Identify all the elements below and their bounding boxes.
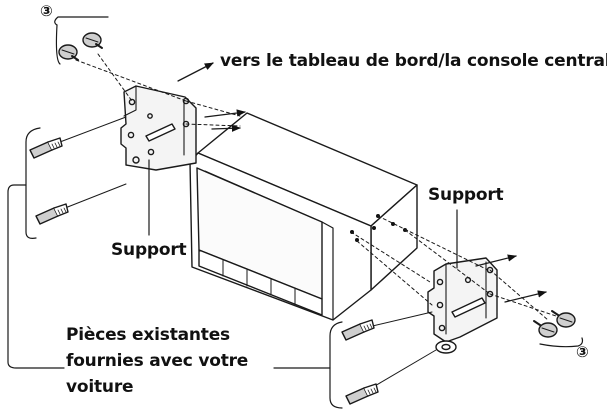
assembly-guides: [75, 53, 563, 321]
support-right-label: Support: [428, 185, 504, 205]
direction-arrows: [177, 62, 547, 303]
head-unit: [189, 112, 418, 321]
existing-parts-line1: Pièces existantes: [66, 325, 230, 345]
right-bracket: [427, 257, 498, 354]
existing-parts-brace-right: [329, 321, 343, 409]
existing-parts-line2: fournies avec votre: [66, 351, 249, 371]
existing-parts-connector: [7, 184, 65, 369]
screw-ref-bottom-label: ③: [576, 343, 589, 361]
right-screws: [341, 311, 437, 405]
left-screws: [29, 116, 127, 225]
small-screws-bottom: [533, 310, 584, 348]
existing-parts-line3: voiture: [66, 377, 134, 397]
small-screws-top: [54, 16, 109, 65]
support-left-label: Support: [111, 240, 187, 260]
direction-label: vers le tableau de bord/la console centr…: [220, 51, 607, 71]
existing-parts-brace-left: [25, 127, 41, 239]
screw-ref-top-label: ③: [40, 2, 53, 20]
left-bracket: [120, 85, 197, 171]
